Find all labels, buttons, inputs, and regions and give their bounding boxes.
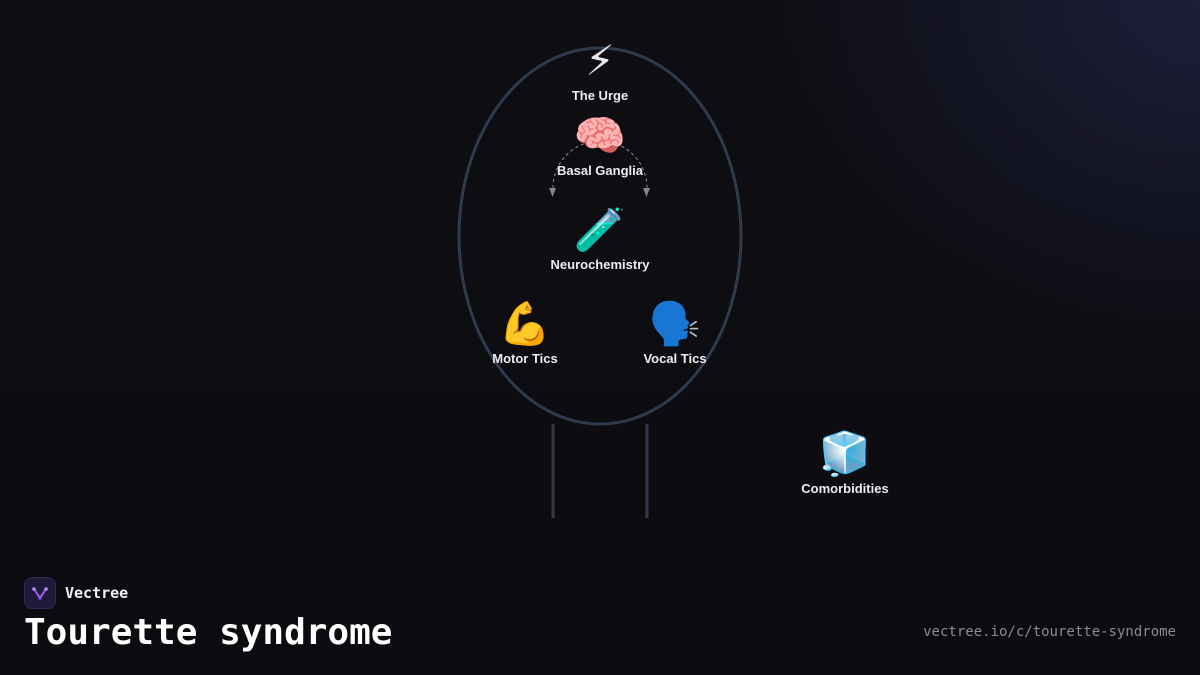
brand[interactable]: Vectree	[24, 577, 128, 609]
node-label: Comorbidities	[801, 481, 889, 496]
ice-cube-icon: 🧊	[818, 429, 872, 478]
node-label: Vocal Tics	[643, 351, 707, 366]
node-label: Motor Tics	[492, 351, 558, 366]
vectree-logo-icon	[24, 577, 56, 609]
node-label: The Urge	[571, 88, 629, 103]
right-arrowhead	[643, 188, 650, 197]
node-motor-tics[interactable]: 💪 Motor Tics	[492, 299, 558, 366]
node-neurochemistry[interactable]: 🧪 Neurochemistry	[551, 205, 650, 272]
left-arrowhead	[549, 188, 556, 197]
lightning-icon: ⚡	[585, 36, 615, 85]
node-the-urge[interactable]: ⚡ The Urge	[572, 36, 628, 103]
node-vocal-tics[interactable]: 🗣️ Vocal Tics	[643, 299, 706, 366]
outer-ellipse	[457, 46, 743, 426]
flexed-arm-icon: 💪	[498, 299, 552, 348]
node-comorbidities[interactable]: 🧊 Comorbidities	[801, 429, 888, 496]
node-label: Neurochemistry	[550, 257, 650, 272]
page-url[interactable]: vectree.io/c/tourette-syndrome	[923, 624, 1176, 640]
dashed-arc	[552, 140, 648, 189]
brand-name: Vectree	[65, 584, 129, 602]
node-label: Basal Ganglia	[557, 163, 643, 178]
page-title: Tourette syndrome	[24, 612, 393, 653]
speaking-head-icon: 🗣️	[648, 299, 702, 348]
node-basal-ganglia[interactable]: 🧠 Basal Ganglia	[557, 111, 643, 178]
test-tube-icon: 🧪	[573, 205, 627, 254]
brain-icon: 🧠	[573, 111, 627, 160]
